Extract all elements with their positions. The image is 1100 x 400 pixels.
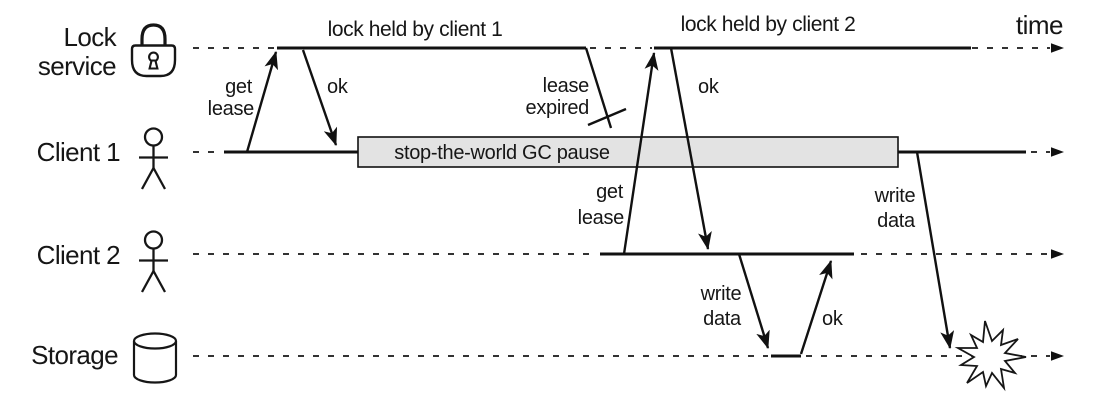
lane-lock-service <box>193 43 1064 53</box>
timeline-arrowhead <box>1051 147 1064 157</box>
lease-expired-label-line2: expired <box>526 97 590 119</box>
lane-client1 <box>193 147 1064 157</box>
person-icon <box>139 230 168 293</box>
lane-label-storage: Storage <box>31 340 118 370</box>
c1-write-data-arrow <box>915 151 955 349</box>
storage-ok-arrow <box>799 260 833 355</box>
c1-get-lease-arrow <box>245 51 278 153</box>
timeline-arrowhead <box>1051 249 1064 259</box>
lane-label-client1: Client 1 <box>37 137 120 167</box>
timeline-arrowhead <box>1051 351 1064 361</box>
time-axis-label: time <box>1016 10 1063 40</box>
lane-client2 <box>193 249 1064 259</box>
c1-get-lease-label-line2: lease <box>208 98 254 120</box>
c2-ok-arrow <box>669 47 712 250</box>
lock-held-client2-label: lock held by client 2 <box>681 13 856 36</box>
database-icon <box>132 332 178 384</box>
c2-ok-label: ok <box>698 76 720 98</box>
lane-storage <box>193 351 1064 361</box>
lock-held-client1-label: lock held by client 1 <box>328 18 503 41</box>
c2-get-lease-label-line2: lease <box>578 207 624 229</box>
c2-write-data-arrow <box>737 253 770 349</box>
timeline-arrowhead <box>1051 43 1064 53</box>
c1-ok-arrow <box>301 49 338 146</box>
c1-write-data-label-line2: data <box>877 210 916 232</box>
c2-get-lease-arrow <box>622 52 659 255</box>
lane-label-lock-service-line2: service <box>38 51 116 81</box>
gc-pause-label: stop-the-world GC pause <box>394 142 610 164</box>
padlock-icon <box>130 23 177 78</box>
c2-get-lease-label-line1: get <box>596 181 624 203</box>
person-icon <box>139 127 168 190</box>
gc-pause-box: stop-the-world GC pause <box>357 136 899 168</box>
explosion-icon <box>954 320 1027 392</box>
c1-write-data-label-line1: write <box>874 185 916 207</box>
lane-label-lock-service-line1: Lock <box>63 22 117 52</box>
lease-expired-label-line1: lease <box>543 75 589 97</box>
c2-write-data-label-line1: write <box>700 283 742 305</box>
lane-label-client2: Client 2 <box>37 240 120 270</box>
c2-write-data-label-line2: data <box>703 308 742 330</box>
lease-expired-mark <box>584 47 627 129</box>
c1-get-lease-label-line1: get <box>225 76 253 98</box>
c1-ok-label: ok <box>327 76 349 98</box>
storage-ok-label: ok <box>822 308 844 330</box>
